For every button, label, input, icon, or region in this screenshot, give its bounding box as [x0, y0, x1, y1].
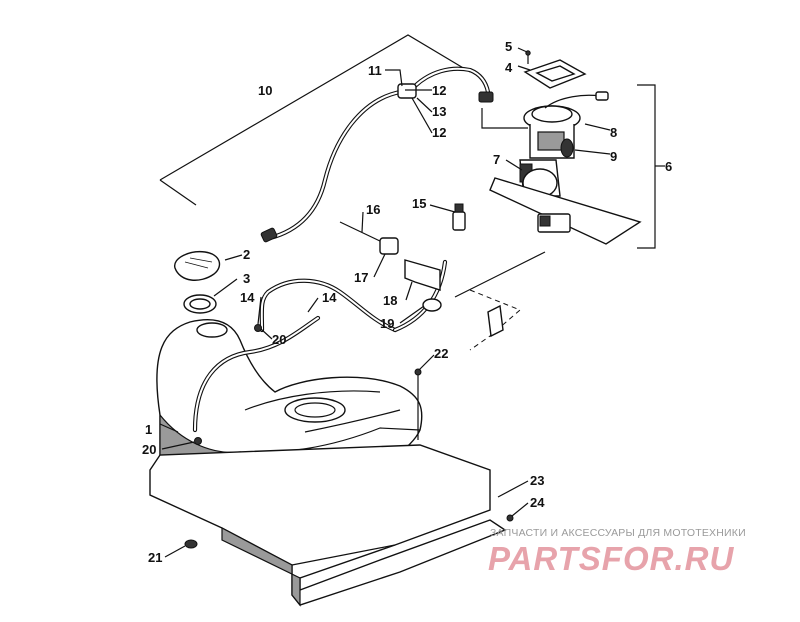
- hose-clamp: [422, 298, 442, 312]
- leader-lines: [159, 47, 611, 558]
- valve-clip-group: [339, 203, 546, 351]
- pump-opening: [284, 397, 346, 423]
- callout-22: 22: [434, 346, 448, 361]
- vent-hose-end: [260, 227, 278, 243]
- fuel-pump-group: [481, 50, 665, 249]
- callout-21: 21: [148, 550, 162, 565]
- callout-11: 11: [368, 63, 382, 78]
- callout-23: 23: [530, 473, 544, 488]
- callout-3: 3: [243, 271, 250, 286]
- callout-14b: 14: [322, 290, 337, 305]
- callout-1: 1: [145, 422, 152, 437]
- pump-o-ring: [560, 138, 574, 158]
- callout-14a: 14: [240, 290, 255, 305]
- callout-24: 24: [530, 495, 545, 510]
- callout-15: 15: [412, 196, 426, 211]
- callout-5: 5: [505, 39, 512, 54]
- callout-12b: 12: [432, 125, 446, 140]
- callout-8: 8: [610, 125, 617, 140]
- grommet: [379, 237, 399, 255]
- callout-4: 4: [505, 60, 513, 75]
- callout-10: 10: [258, 83, 272, 98]
- hose-clamp-20: [254, 324, 262, 332]
- gasket: [523, 59, 587, 89]
- screw-22: [414, 368, 422, 376]
- callout-6: 6: [665, 159, 672, 174]
- check-valve: [452, 211, 466, 231]
- vent-fitting: [478, 91, 494, 103]
- watermark-tagline: ЗАПЧАСТИ И АКСЕССУАРЫ ДЛЯ МОТОТЕХНИКИ: [490, 527, 746, 539]
- callout-20a: 20: [272, 332, 286, 347]
- callout-16: 16: [366, 202, 380, 217]
- cable-tie: [339, 221, 383, 243]
- hardware: [184, 324, 514, 549]
- fuel-cap: [174, 251, 221, 281]
- screw-24: [506, 514, 514, 522]
- tank-shield: [149, 444, 507, 607]
- filler-cap-group: [174, 251, 221, 314]
- callout-19: 19: [380, 316, 394, 331]
- callout-12a: 12: [432, 83, 446, 98]
- hose-clamp-20b: [194, 437, 202, 445]
- callout-13: 13: [432, 104, 446, 119]
- callout-18: 18: [383, 293, 397, 308]
- callout-2: 2: [243, 247, 250, 262]
- callout-7: 7: [493, 152, 500, 167]
- drain-plug: [184, 539, 198, 549]
- watermark-logo: PARTSFOR.RU: [488, 540, 735, 577]
- mounting-bracket: [404, 259, 441, 291]
- callouts: 1 2 3 4 5 6 7 8 9 10 11 12 13 12 14 14 1…: [142, 39, 672, 565]
- callout-20b: 20: [142, 442, 156, 457]
- callout-9: 9: [610, 149, 617, 164]
- inline-filter: [397, 83, 417, 99]
- vent-hose-group: [159, 34, 494, 243]
- callout-17: 17: [354, 270, 368, 285]
